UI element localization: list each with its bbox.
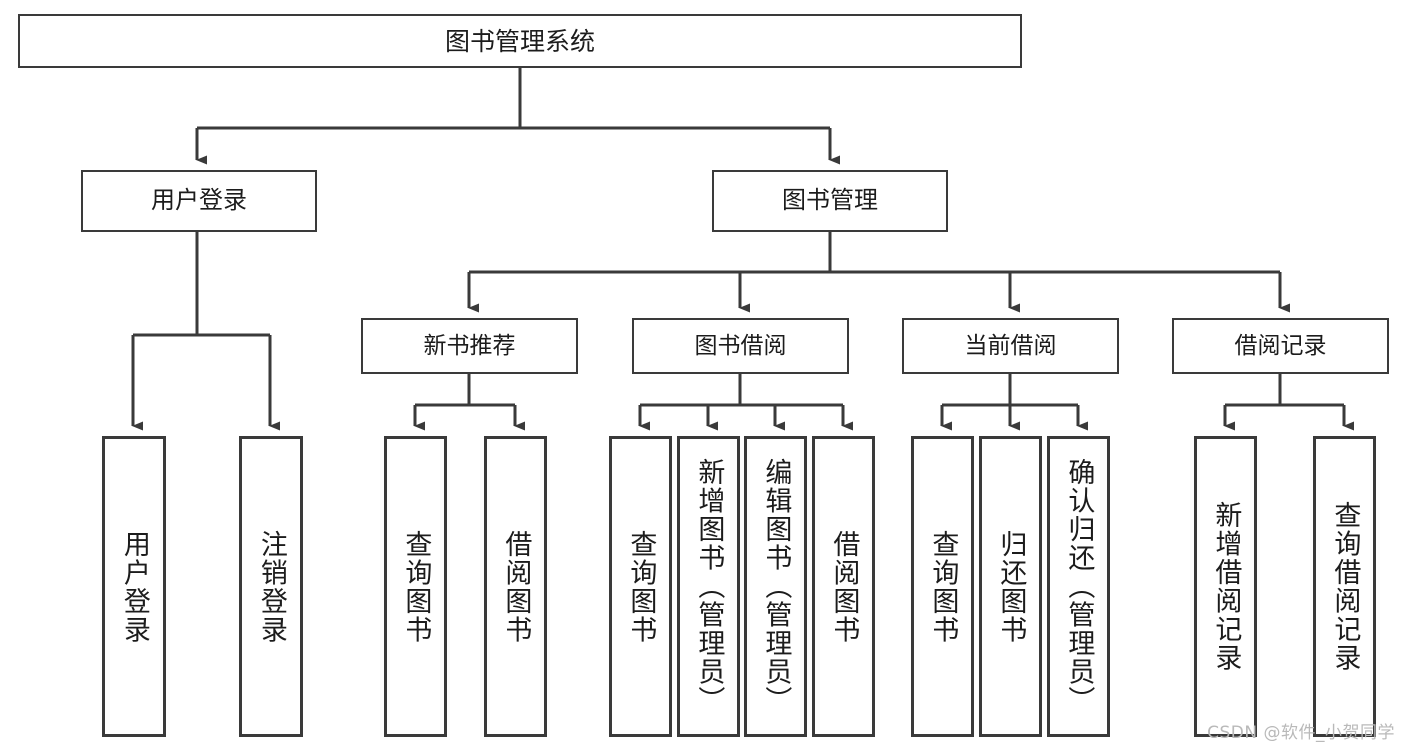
leaf-query-book-1-label: 查询图书 (400, 529, 432, 644)
leaf-borrow-book-1[interactable]: 借阅图书 (484, 436, 547, 737)
leaf-borrow-book-2-label: 借阅图书 (828, 529, 860, 644)
leaf-borrow-book-1-label: 借阅图书 (500, 529, 532, 644)
leaf-add-book-label: 新增图书（管理员） (693, 458, 725, 715)
node-book-management-label: 图书管理 (782, 186, 878, 215)
leaf-query-record[interactable]: 查询借阅记录 (1313, 436, 1376, 737)
node-current-borrow[interactable]: 当前借阅 (902, 318, 1119, 374)
node-current-borrow-label: 当前借阅 (964, 332, 1057, 359)
leaf-confirm-return-label: 确认归还（管理员） (1063, 458, 1095, 715)
node-book-management[interactable]: 图书管理 (712, 170, 948, 232)
leaf-user-login-label: 用户登录 (118, 529, 150, 644)
leaf-edit-book-label: 编辑图书（管理员） (760, 458, 792, 715)
node-root-system[interactable]: 图书管理系统 (18, 14, 1022, 68)
leaf-query-book-1[interactable]: 查询图书 (384, 436, 447, 737)
leaf-add-record[interactable]: 新增借阅记录 (1194, 436, 1257, 737)
node-new-book-recommend-label: 新书推荐 (423, 332, 516, 359)
leaf-query-book-2[interactable]: 查询图书 (609, 436, 672, 737)
leaf-logout-login-label: 注销登录 (255, 529, 287, 644)
leaf-query-record-label: 查询借阅记录 (1329, 501, 1361, 672)
leaf-add-book[interactable]: 新增图书（管理员） (677, 436, 740, 737)
node-new-book-recommend[interactable]: 新书推荐 (361, 318, 578, 374)
leaf-user-login[interactable]: 用户登录 (102, 436, 166, 737)
leaf-confirm-return[interactable]: 确认归还（管理员） (1047, 436, 1110, 737)
leaf-query-book-3[interactable]: 查询图书 (911, 436, 974, 737)
node-user-login[interactable]: 用户登录 (81, 170, 317, 232)
leaf-return-book[interactable]: 归还图书 (979, 436, 1042, 737)
node-root-label: 图书管理系统 (444, 26, 595, 56)
node-book-borrow-label: 图书借阅 (694, 332, 787, 359)
leaf-return-book-label: 归还图书 (995, 529, 1027, 644)
node-user-login-label: 用户登录 (151, 186, 247, 215)
leaf-add-record-label: 新增借阅记录 (1210, 501, 1242, 672)
leaf-edit-book[interactable]: 编辑图书（管理员） (744, 436, 807, 737)
node-borrow-record[interactable]: 借阅记录 (1172, 318, 1389, 374)
leaf-query-book-3-label: 查询图书 (927, 529, 959, 644)
leaf-borrow-book-2[interactable]: 借阅图书 (812, 436, 875, 737)
node-book-borrow[interactable]: 图书借阅 (632, 318, 849, 374)
leaf-query-book-2-label: 查询图书 (625, 529, 657, 644)
node-borrow-record-label: 借阅记录 (1234, 332, 1327, 359)
leaf-logout-login[interactable]: 注销登录 (239, 436, 303, 737)
